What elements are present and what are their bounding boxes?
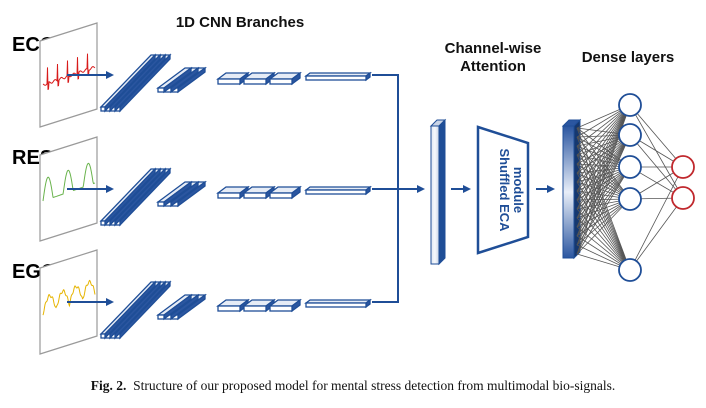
- branch-connectors: [372, 74, 425, 303]
- signal-panel-egg: [39, 249, 114, 355]
- waveform-resp: [42, 162, 96, 202]
- flatten-vector: [304, 71, 372, 82]
- output-neuron: [671, 155, 695, 179]
- channel-attention-header-line1: Channel-wise: [445, 40, 542, 57]
- cnn-branches-header: 1D CNN Branches: [176, 14, 304, 31]
- conv-stage-1: [99, 280, 172, 340]
- hidden-neuron: [618, 123, 642, 147]
- conv-stage-3: [216, 71, 302, 86]
- conv-stage-2: [156, 293, 207, 321]
- flatten-vector: [304, 185, 372, 196]
- eca-module-label-line2: module: [511, 167, 526, 213]
- flatten-vector: [304, 298, 372, 309]
- cnn-branch-resp: [99, 167, 372, 227]
- attention-vector-bar: [429, 118, 447, 266]
- dense-layers-header: Dense layers: [582, 49, 675, 66]
- caption-prefix: Fig. 2.: [90, 378, 127, 393]
- caption-text: Structure of our proposed model for ment…: [133, 378, 616, 393]
- cnn-branch-egg: [99, 280, 372, 340]
- output-neuron: [671, 186, 695, 210]
- figure-caption: Fig. 2. Structure of our proposed model …: [0, 378, 706, 394]
- channel-attention-header-line2: Attention: [460, 58, 526, 75]
- hidden-neuron: [618, 155, 642, 179]
- hidden-neuron: [618, 187, 642, 211]
- dense-input-bar: [561, 118, 582, 260]
- shuffled-eca-module: Shuffled ECA module: [476, 125, 530, 255]
- conv-stage-3: [216, 185, 302, 200]
- conv-stage-2: [156, 180, 207, 208]
- conv-stage-1: [99, 53, 172, 113]
- hidden-neuron: [618, 258, 642, 282]
- eca-module-label-line1: Shuffled ECA: [497, 148, 512, 232]
- conv-stage-3: [216, 298, 302, 313]
- conv-stage-1: [99, 167, 172, 227]
- hidden-neuron: [618, 93, 642, 117]
- conv-stage-2: [156, 66, 207, 94]
- waveform-egg: [42, 279, 96, 316]
- signal-panel-resp: [39, 136, 114, 242]
- signal-panel-ecg: [39, 22, 114, 128]
- cnn-branch-ecg: [99, 53, 372, 113]
